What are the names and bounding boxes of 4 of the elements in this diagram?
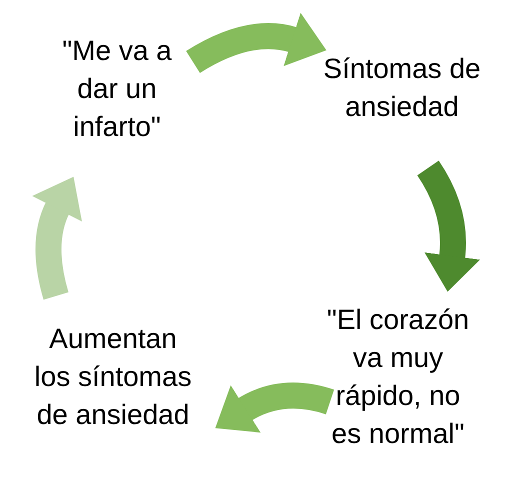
cycle-step-label: "El corazón va muy rápido, no es normal" — [318, 300, 478, 454]
cycle-step-label: "Me va a dar un infarto" — [42, 30, 192, 148]
cycle-step-label: Síntomas de ansiedad — [316, 48, 488, 128]
cycle-step-label: Aumentan los síntomas de ansiedad — [30, 300, 196, 454]
